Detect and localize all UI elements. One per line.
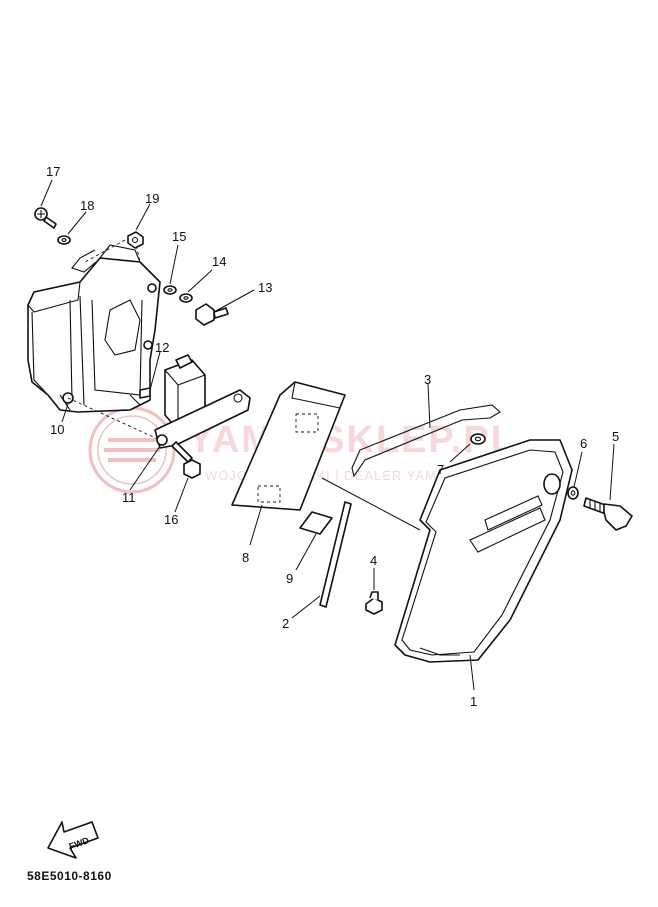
callout-5: 5 — [612, 429, 619, 444]
part-15-washer[interactable] — [163, 285, 177, 295]
callout-3: 3 — [424, 372, 431, 387]
callout-4: 4 — [370, 553, 377, 568]
callout-16: 16 — [164, 512, 178, 527]
part-7-grommet[interactable] — [470, 433, 486, 445]
callout-1: 1 — [470, 694, 477, 709]
part-13-bolt[interactable] — [195, 303, 229, 326]
callout-15: 15 — [172, 229, 186, 244]
callout-13: 13 — [258, 280, 272, 295]
callout-14: 14 — [212, 254, 226, 269]
part-8-gasket-sheet[interactable] — [231, 381, 346, 511]
part-2-strip[interactable] — [319, 501, 352, 608]
diagram-part-code: 58E5010-8160 — [27, 869, 112, 883]
part-17-screw[interactable] — [34, 207, 57, 229]
watermark-logo-icon — [88, 406, 176, 494]
part-18-washer[interactable] — [57, 235, 71, 245]
assembly-line-3 — [134, 239, 141, 263]
part-3-seal[interactable] — [351, 404, 501, 478]
part-4-clip[interactable] — [365, 591, 383, 615]
leader-lines — [40, 179, 615, 691]
part-16-bolt[interactable] — [171, 441, 201, 479]
callout-10: 10 — [50, 422, 64, 437]
callout-12: 12 — [155, 340, 169, 355]
callout-9: 9 — [286, 571, 293, 586]
part-1-side-cover[interactable] — [394, 439, 573, 663]
callout-17: 17 — [46, 164, 60, 179]
assembly-line-2 — [84, 239, 126, 263]
part-5-knob-screw[interactable] — [583, 497, 633, 531]
callout-6: 6 — [580, 436, 587, 451]
callout-18: 18 — [80, 198, 94, 213]
callout-2: 2 — [282, 616, 289, 631]
watermark-brand: YAMA-SKLEP.PL — [188, 419, 516, 461]
part-14-washer[interactable] — [179, 293, 193, 303]
callout-8: 8 — [242, 550, 249, 565]
callouts: 17 18 19 15 14 13 12 10 11 16 8 9 2 4 3 … — [46, 164, 619, 709]
callout-7: 7 — [437, 462, 444, 477]
part-9-pad[interactable] — [299, 511, 333, 535]
assembly-line-cover — [321, 477, 421, 531]
fwd-arrow-icon: FWD — [47, 821, 99, 859]
part-6-washer[interactable] — [567, 486, 579, 500]
part-10-electrical-box[interactable] — [27, 244, 161, 413]
part-19-nut[interactable] — [127, 231, 144, 249]
callout-11: 11 — [122, 490, 136, 505]
callout-19: 19 — [145, 191, 159, 206]
part-11-bracket[interactable] — [154, 389, 251, 449]
assembly-line-1 — [67, 397, 161, 441]
